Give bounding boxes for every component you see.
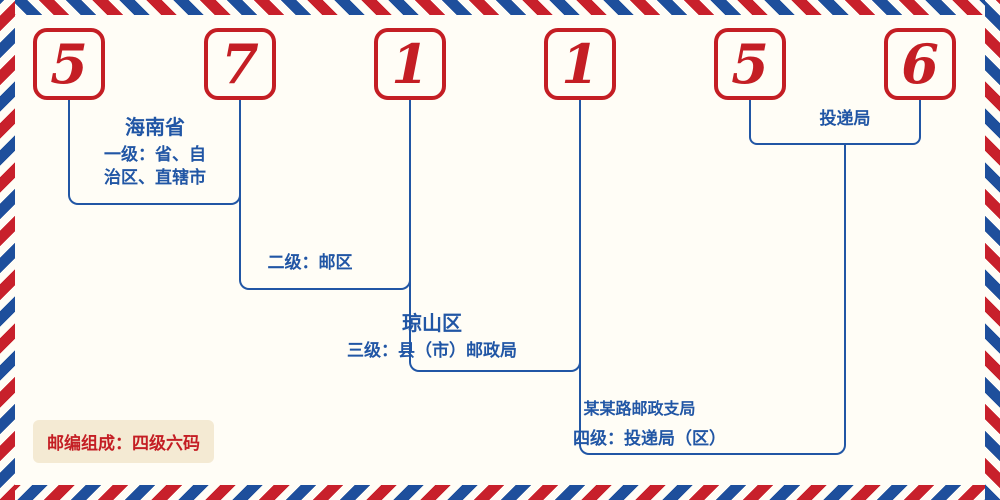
digit-box-6: 6 (884, 28, 956, 100)
level1-description-line1: 一级：省、自 (104, 145, 206, 165)
digit-5: 5 (731, 32, 769, 96)
level4-connector-bracket (579, 145, 846, 455)
digit-box-4: 1 (544, 28, 616, 100)
digit-box-1: 5 (33, 28, 105, 100)
digit-2: 7 (221, 32, 259, 96)
digit-4: 1 (561, 32, 599, 96)
digit-1: 5 (50, 32, 88, 96)
digit-3: 1 (391, 32, 429, 96)
airmail-border-bottom (0, 485, 1000, 500)
digit-6: 6 (901, 32, 939, 96)
airmail-border-top (0, 0, 1000, 15)
level2-description-label: 二级：邮区 (267, 253, 353, 273)
level4-connector-stem (579, 99, 581, 146)
level4-description-label: 四级：投递局（区） (573, 429, 726, 449)
level4-example-label: 某某路邮政支局 (583, 399, 696, 418)
delivery-connector-bracket (749, 100, 921, 145)
level1-description-line2: 治区、直辖市 (104, 167, 206, 188)
level1-region-label: 海南省 (125, 115, 185, 139)
composition-badge: 邮编组成：四级六码 (33, 420, 214, 463)
digit-box-2: 7 (204, 28, 276, 100)
digit-box-5: 5 (714, 28, 786, 100)
digit-box-3: 1 (374, 28, 446, 100)
airmail-border-right (985, 0, 1000, 500)
level3-description-label: 三级：县（市）邮政局 (347, 341, 517, 361)
level3-region-label: 琼山区 (402, 311, 462, 335)
delivery-office-label: 投递局 (819, 109, 871, 129)
airmail-border-left (0, 0, 15, 500)
level1-description-label: 一级：省、自 治区、直辖市 (75, 144, 235, 190)
